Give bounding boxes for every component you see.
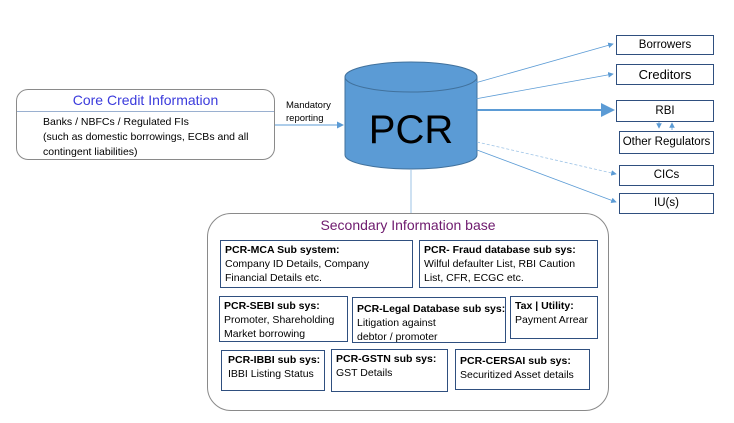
subsystem-line: List, CFR, ECGC etc. bbox=[424, 272, 524, 284]
subsystem-title: PCR-IBBI sub sys: bbox=[228, 354, 321, 366]
subsystem-title: PCR-SEBI sub sys: bbox=[224, 300, 320, 312]
output-ius: IU(s) bbox=[619, 193, 714, 214]
subsystem-line: Wilful defaulter List, RBI Caution bbox=[424, 258, 576, 270]
core-body: Banks / NBFCs / Regulated FIs (such as d… bbox=[43, 115, 248, 160]
arrow-cics bbox=[476, 141, 617, 176]
subsystem-title: PCR-CERSAI sub sys: bbox=[460, 355, 571, 367]
subsystem-legal: PCR-Legal Database sub sys: Litigation a… bbox=[352, 297, 506, 343]
subsystem-line: Company ID Details, Company bbox=[225, 258, 370, 270]
edge-label-line: reporting bbox=[286, 113, 324, 124]
arrow-ius bbox=[476, 149, 617, 203]
subsystem-cersai: PCR-CERSAI sub sys: Securitized Asset de… bbox=[455, 349, 590, 390]
output-creditors: Creditors bbox=[616, 64, 714, 85]
mandatory-reporting-label: Mandatory reporting bbox=[286, 99, 331, 125]
secondary-information-base: Secondary Information base bbox=[207, 213, 609, 411]
core-credit-information-box: Core Credit Information Banks / NBFCs / … bbox=[16, 89, 275, 160]
output-other-regulators: Other Regulators bbox=[619, 131, 714, 154]
edge-label-line: Mandatory bbox=[286, 100, 331, 111]
subsystem-line: IBBI Listing Status bbox=[228, 368, 314, 380]
output-borrowers: Borrowers bbox=[616, 35, 714, 55]
output-rbi: RBI bbox=[616, 100, 714, 122]
subsystem-line: Market borrowing bbox=[224, 328, 306, 340]
subsystem-tax-utility: Tax | Utility: Payment Arrear bbox=[510, 296, 598, 339]
subsystem-sebi: PCR-SEBI sub sys: Promoter, Shareholding… bbox=[219, 296, 348, 342]
arrow-creditors bbox=[474, 72, 614, 100]
core-line: Banks / NBFCs / Regulated FIs bbox=[43, 116, 189, 128]
pcr-cylinder bbox=[344, 61, 478, 170]
subsystem-ibbi: PCR-IBBI sub sys: IBBI Listing Status bbox=[221, 350, 325, 391]
core-title: Core Credit Information bbox=[72, 92, 219, 108]
arrow-borrowers bbox=[474, 42, 614, 84]
subsystem-line: Litigation against bbox=[357, 317, 436, 329]
subsystem-line: debtor / promoter bbox=[357, 331, 438, 343]
subsystem-mca: PCR-MCA Sub system: Company ID Details, … bbox=[220, 240, 413, 288]
subsystem-title: PCR-GSTN sub sys: bbox=[336, 353, 437, 365]
secondary-title: Secondary Information base bbox=[320, 217, 496, 233]
subsystem-title: PCR- Fraud database sub sys: bbox=[424, 244, 576, 256]
subsystem-line: Promoter, Shareholding bbox=[224, 314, 335, 326]
subsystem-title: PCR-Legal Database sub sys: bbox=[357, 303, 506, 315]
pcr-label: PCR bbox=[368, 108, 454, 152]
subsystem-line: GST Details bbox=[336, 367, 393, 379]
output-cics: CICs bbox=[619, 165, 714, 186]
subsystem-gstn: PCR-GSTN sub sys: GST Details bbox=[331, 349, 448, 392]
subsystem-fraud: PCR- Fraud database sub sys: Wilful defa… bbox=[419, 240, 598, 288]
core-line: contingent liabilities) bbox=[43, 146, 138, 158]
subsystem-line: Securitized Asset details bbox=[460, 369, 574, 381]
subsystem-title: Tax | Utility: bbox=[515, 300, 574, 312]
subsystem-line: Payment Arrear bbox=[515, 314, 588, 326]
core-line: (such as domestic borrowings, ECBs and a… bbox=[43, 131, 249, 143]
core-divider bbox=[17, 111, 274, 112]
subsystem-title: PCR-MCA Sub system: bbox=[225, 244, 340, 256]
subsystem-line: Financial Details etc. bbox=[225, 272, 322, 284]
